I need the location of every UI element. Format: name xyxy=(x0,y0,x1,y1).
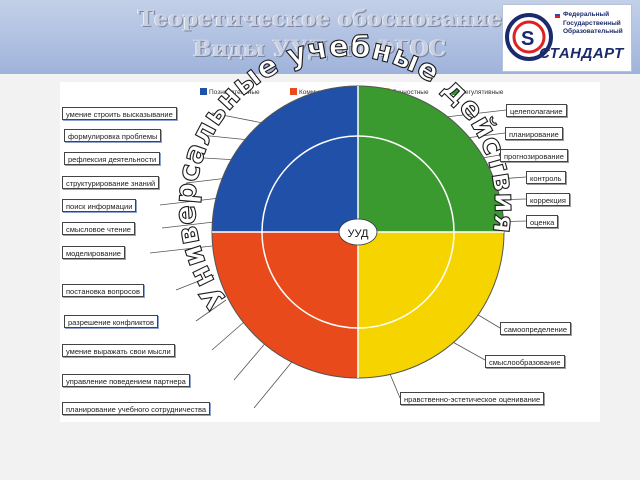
wheel: Универсальные учебные действия УУД xyxy=(167,29,522,379)
right-item: прогнозирование xyxy=(500,149,568,162)
logo-caption: Федеральный Государственный Образователь… xyxy=(563,11,623,35)
legend-item-cognitive: Познавательные xyxy=(200,88,260,98)
right-item: контроль xyxy=(526,171,566,184)
legend-swatch xyxy=(200,88,207,95)
right-item: планирование xyxy=(505,127,563,140)
left-item: планирование учебного сотрудничества xyxy=(62,402,211,415)
page-title-line2: Виды УУД по ФГОС xyxy=(193,36,447,62)
quadrant-personal xyxy=(358,232,504,378)
quadrant-cognitive xyxy=(212,86,358,232)
left-item: формулировка проблемы xyxy=(64,129,162,142)
fgos-logo: S Федеральный Государственный Образовате… xyxy=(502,4,632,72)
russian-flag-icon xyxy=(555,12,560,18)
center-label: УУД xyxy=(348,228,369,240)
left-item: разрешение конфликтов xyxy=(64,315,158,328)
left-item: поиск информации xyxy=(62,199,137,212)
left-item: рефлексия деятельности xyxy=(64,152,161,165)
left-item: структурирование знаний xyxy=(62,176,160,189)
logo-word: СТАНДАРТ xyxy=(539,45,624,62)
quadrant-regulatory xyxy=(358,86,504,232)
right-item: нравственно-эстетическое оценивание xyxy=(400,392,545,405)
legend-item-regulatory: Регулятивные xyxy=(452,88,503,98)
center-badge xyxy=(338,218,378,246)
left-item: управление поведением партнера xyxy=(62,374,190,387)
right-item: оценка xyxy=(526,215,559,228)
svg-text:S: S xyxy=(521,28,534,50)
left-item: смысловое чтение xyxy=(62,222,135,235)
right-item: самоопределение xyxy=(500,322,572,335)
page-title-line1: Теоретическое обоснование xyxy=(137,6,503,32)
left-item: постановка вопросов xyxy=(62,284,144,297)
legend-swatch xyxy=(452,88,459,95)
right-item: коррекция xyxy=(526,193,570,206)
right-item: смыслообразование xyxy=(485,355,565,368)
quadrant-communicative xyxy=(212,232,358,378)
left-item: моделирование xyxy=(62,246,125,259)
standard-emblem-icon: S xyxy=(505,13,553,61)
legend-swatch xyxy=(290,88,297,95)
left-item: умение строить высказывание xyxy=(62,107,177,120)
left-item: умение выражать свои мысли xyxy=(62,344,175,357)
right-item: целеполагание xyxy=(506,104,567,117)
